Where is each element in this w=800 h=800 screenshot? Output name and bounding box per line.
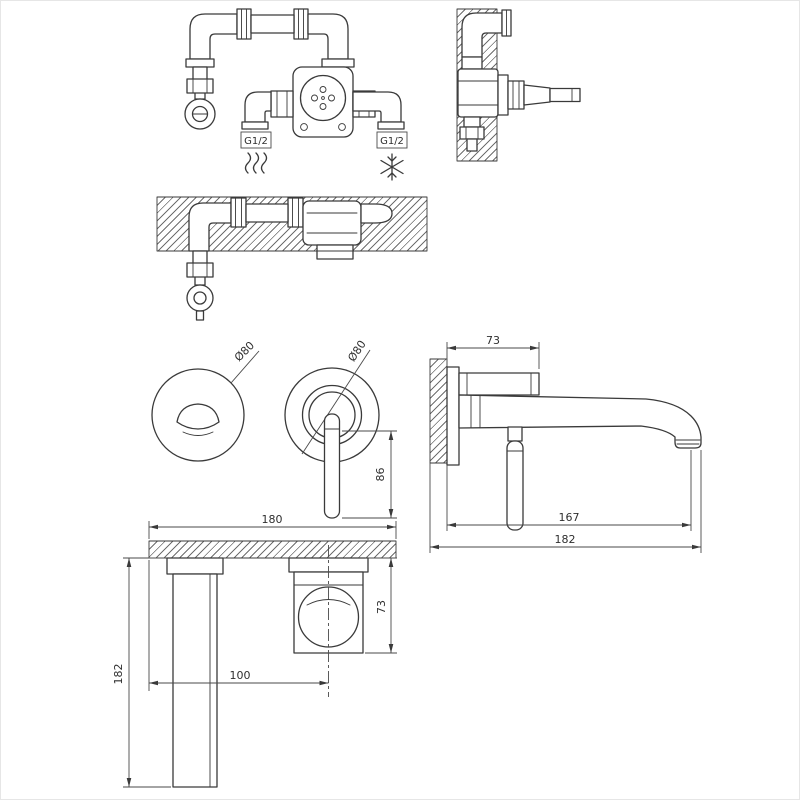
wall-outline xyxy=(429,358,448,464)
spout-body xyxy=(458,394,702,449)
wall-hatch-spout-view xyxy=(430,359,447,463)
lever-plate-diameter-label: Ø80 xyxy=(345,338,368,364)
spout-reach-label: 167 xyxy=(559,511,580,524)
thread-label-left: G1/2 xyxy=(240,131,272,149)
lever-length-label: 86 xyxy=(374,468,387,482)
side-spout-connection xyxy=(497,74,581,116)
wall-band-outline xyxy=(156,196,428,252)
escutcheon-lever-view: Ø80 86 xyxy=(284,338,397,519)
nut-facet-lines xyxy=(241,8,304,40)
valve-face-circle xyxy=(299,74,347,122)
hex-facet-lines xyxy=(276,90,370,118)
diameter-leader-line xyxy=(301,349,371,455)
wall-hatch-plan-view xyxy=(149,541,396,558)
mixer-housing xyxy=(458,372,540,396)
handle-rod xyxy=(506,440,524,531)
body-projection-label: 73 xyxy=(375,600,388,614)
top-elbow-right xyxy=(307,13,349,60)
inwall-left-drop xyxy=(186,250,214,321)
body-depth-label: 73 xyxy=(486,334,500,347)
inwall-pipe xyxy=(245,203,289,223)
in-wall-side-view xyxy=(156,196,428,321)
spout-length-label: 182 xyxy=(112,664,125,685)
side-bottom-drop xyxy=(459,116,485,152)
dimension-86: 86 xyxy=(342,430,397,519)
thread-size-right: G1/2 xyxy=(380,136,404,147)
dimension-100: 100 xyxy=(148,560,329,691)
dimension-73-depth: 73 xyxy=(446,334,540,369)
side-valve-body xyxy=(457,68,499,118)
diameter-leader-line xyxy=(230,350,260,384)
dimension-182-plan: 182 xyxy=(112,557,171,788)
escutcheon-knob-view: Ø80 xyxy=(151,339,260,462)
valve-body xyxy=(292,66,354,138)
collars xyxy=(185,58,355,68)
spout-centre-offset-label: 100 xyxy=(230,669,251,682)
dimension-167: 167 xyxy=(446,450,692,531)
installation-plan-view: 180 182 73 xyxy=(112,513,397,788)
handle-stem xyxy=(507,426,523,442)
outlet-flanges xyxy=(241,121,405,130)
spout-plan xyxy=(166,557,224,788)
thread-label-right: G1/2 xyxy=(376,131,408,149)
dimension-182-side: 182 xyxy=(429,450,702,553)
overall-depth-label: 182 xyxy=(555,533,576,546)
dimension-180: 180 xyxy=(148,513,397,539)
valve-ports xyxy=(300,86,346,131)
knob-plate-diameter-label: Ø80 xyxy=(232,339,257,364)
hot-water-icon xyxy=(244,152,268,174)
inwall-end-cap xyxy=(360,203,393,224)
side-riser-pipe xyxy=(461,56,483,70)
left-drop-fitting xyxy=(184,66,216,130)
top-pipe xyxy=(250,14,295,34)
lever-handle xyxy=(323,413,341,519)
side-top-elbow xyxy=(461,12,503,58)
wall-trim-plate xyxy=(446,366,460,466)
wall-band-outline xyxy=(148,540,397,559)
top-elbow-left xyxy=(189,13,238,60)
cold-water-icon xyxy=(380,153,404,181)
overall-width-label: 180 xyxy=(262,513,283,526)
inwall-valve-body xyxy=(302,200,362,246)
thread-size-left: G1/2 xyxy=(244,136,268,147)
inwall-elbow-left xyxy=(188,202,232,252)
inwall-face-protrusion xyxy=(316,244,354,260)
spout-side-view: 73 167 182 xyxy=(429,334,702,553)
rough-in-front-view: G1/2 G1/2 xyxy=(184,8,408,181)
knob-handle xyxy=(176,403,220,430)
down-elbow-left xyxy=(244,91,272,123)
rough-in-side-view xyxy=(456,8,581,162)
dimension-73-plan: 73 xyxy=(365,557,397,654)
